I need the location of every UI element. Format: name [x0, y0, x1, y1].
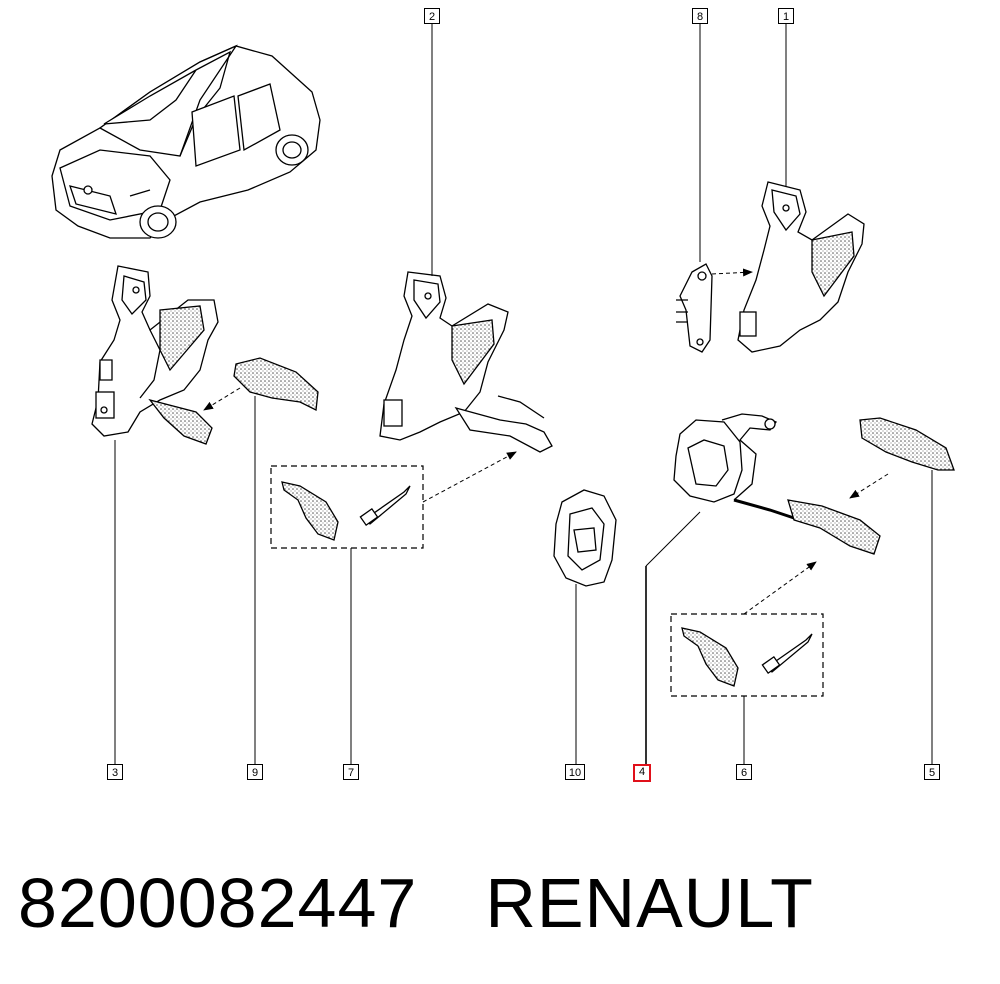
kit-6-box — [670, 613, 824, 697]
part-4-lock-with-handle — [673, 413, 881, 555]
part-10-housing — [553, 489, 617, 587]
arrow-7-to-2 — [422, 451, 517, 503]
arrow-8-to-1 — [711, 268, 753, 277]
car-illustration — [51, 44, 321, 239]
kit-7-box — [270, 465, 424, 549]
part-3-lock-mechanism — [91, 265, 219, 445]
callout-10[interactable]: 10 — [565, 764, 585, 780]
kit-7-contents — [281, 481, 411, 541]
callout-2[interactable]: 2 — [424, 8, 440, 24]
callout-9[interactable]: 9 — [247, 764, 263, 780]
kit-6-contents — [681, 627, 813, 687]
callout-5[interactable]: 5 — [924, 764, 940, 780]
arrow-9-to-3 — [203, 387, 241, 411]
arrow-5-to-4 — [849, 473, 889, 499]
footer: 8200082447 RENAULT — [18, 858, 814, 948]
part-9-handle — [233, 357, 319, 411]
part-2-lock-mechanism — [379, 271, 553, 453]
callout-6[interactable]: 6 — [736, 764, 752, 780]
callout-1[interactable]: 1 — [778, 8, 794, 24]
callout-4-selected[interactable]: 4 — [633, 764, 651, 782]
part-8-bracket — [676, 263, 713, 353]
callout-7[interactable]: 7 — [343, 764, 359, 780]
brand-name: RENAULT — [485, 864, 814, 942]
part-number: 8200082447 — [18, 864, 418, 942]
part-5-handle — [859, 417, 955, 471]
arrow-6-to-4 — [743, 561, 817, 615]
leader-4-a — [645, 511, 701, 567]
parts-diagram — [51, 24, 955, 764]
part-1-lock-mechanism — [737, 181, 865, 353]
callout-3[interactable]: 3 — [107, 764, 123, 780]
callout-8[interactable]: 8 — [692, 8, 708, 24]
